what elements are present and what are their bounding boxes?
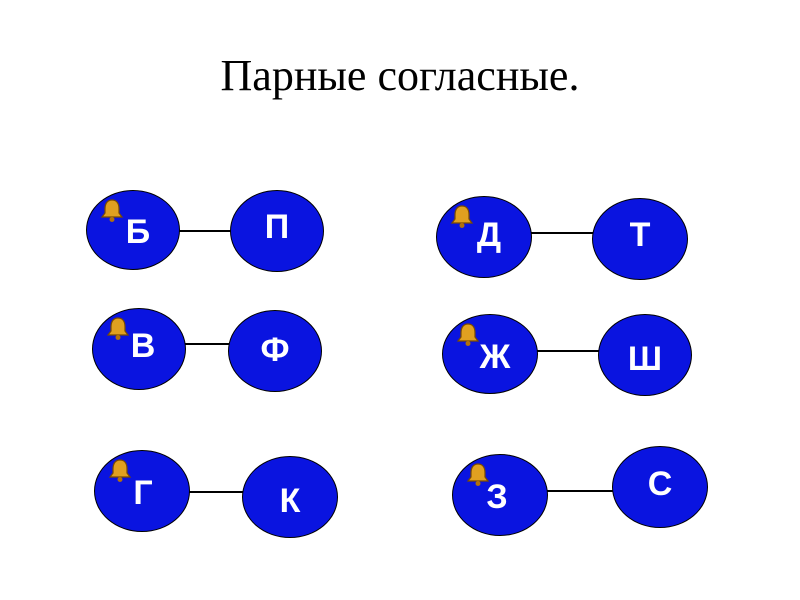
voiced-letter-circle: Б: [86, 190, 180, 270]
pair-connector: [534, 350, 604, 352]
bell-icon: [108, 459, 132, 482]
page-title: Парные согласные.: [220, 51, 580, 100]
voiced-letter: В: [130, 327, 156, 365]
bell-icon: [100, 199, 124, 222]
pair-connector: [528, 232, 598, 234]
voiced-letter: Б: [125, 213, 151, 251]
voiced-letter-circle: Д: [436, 196, 532, 278]
voiced-letter: Д: [476, 216, 502, 254]
voiceless-letter-circle: Т: [592, 198, 688, 280]
voiced-letter-circle: В: [92, 308, 186, 390]
voiced-letter: Г: [133, 474, 153, 512]
bell-icon: [456, 323, 480, 346]
voiceless-letter: К: [279, 482, 301, 520]
voiceless-letter-circle: С: [612, 446, 708, 528]
bell-icon: [450, 205, 474, 228]
voiceless-letter: П: [264, 208, 290, 246]
voiceless-letter-circle: Ф: [228, 310, 322, 392]
voiced-letter: З: [486, 478, 508, 516]
bell-icon: [466, 463, 490, 486]
bell-icon: [106, 317, 130, 340]
voiced-letter-circle: Г: [94, 450, 190, 532]
voiceless-letter-circle: К: [242, 456, 338, 538]
voiceless-letter-circle: Ш: [598, 314, 692, 396]
voiced-letter: Ж: [479, 338, 511, 376]
voiceless-letter: Ш: [627, 340, 663, 378]
pair-connector: [176, 230, 238, 232]
pair-connector: [542, 490, 616, 492]
voiceless-letter: С: [647, 465, 673, 503]
pair-connector: [186, 491, 248, 493]
voiceless-letter: Ф: [260, 331, 290, 369]
voiced-letter-circle: З: [452, 454, 548, 536]
voiced-letter-circle: Ж: [442, 314, 538, 394]
pair-connector: [182, 343, 238, 345]
voiceless-letter: Т: [629, 216, 651, 254]
voiceless-letter-circle: П: [230, 190, 324, 272]
